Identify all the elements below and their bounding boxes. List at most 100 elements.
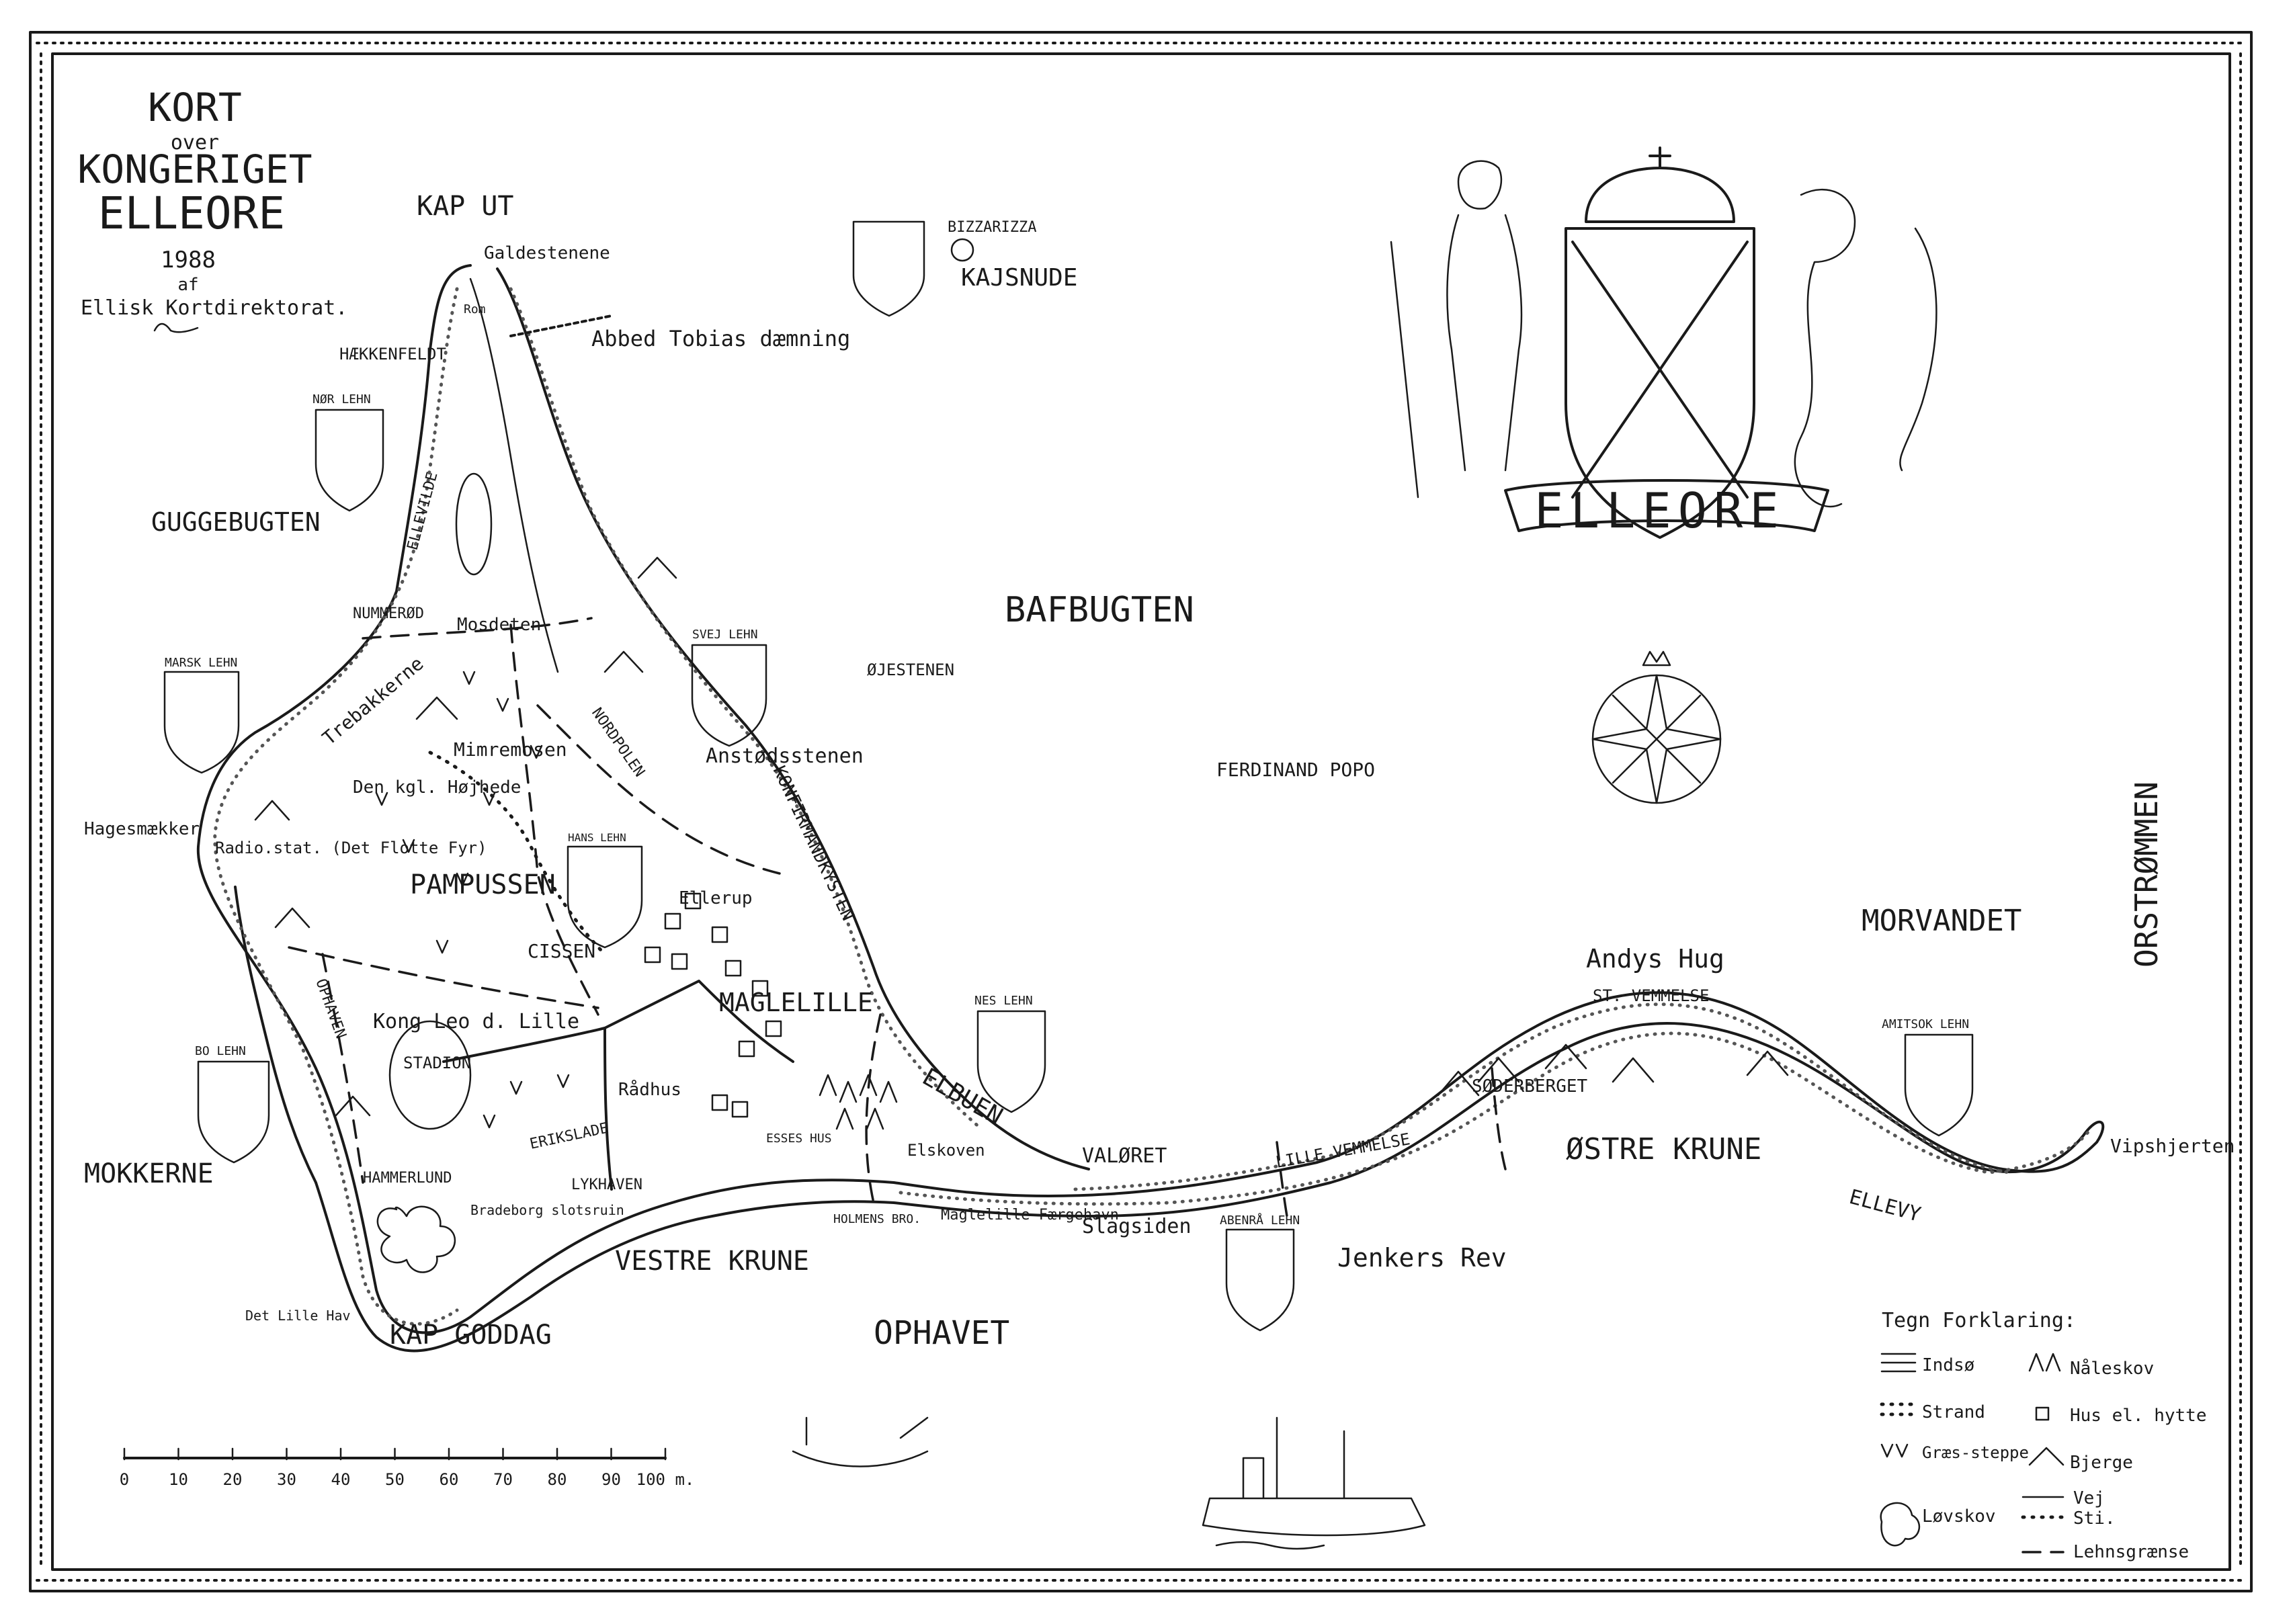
- legend-label-beach: Strand: [1922, 1402, 1985, 1422]
- fief-border-5: [536, 704, 781, 875]
- shield-svej: [691, 644, 767, 747]
- map-frame: [29, 31, 2253, 1592]
- label-pampussen: PAMPUSSEN: [410, 869, 556, 900]
- crest-crown: [1585, 146, 1735, 223]
- label-holmens-bro: HOLMENS BRO.: [833, 1212, 921, 1226]
- title-line3: KONGERIGET: [77, 146, 312, 192]
- legend-label-mountain: Bjerge: [2070, 1453, 2133, 1473]
- shield-nes: [976, 1010, 1046, 1113]
- crest-saltire: [1571, 241, 1749, 499]
- shield-nor: [315, 409, 384, 512]
- legend-conifer-icon: [2028, 1353, 2061, 1372]
- label-kap-goddag: KAP GODDAG: [390, 1320, 552, 1351]
- label-guggebugten: GUGGEBUGTEN: [151, 507, 321, 537]
- legend-label-path: Sti.: [2073, 1508, 2116, 1529]
- legend-mountain-icon: [2028, 1447, 2065, 1466]
- label-ellevy: ELLEVY: [1847, 1185, 1923, 1227]
- legend-label-forest: Løvskov: [1922, 1506, 1996, 1527]
- title-year: 1988: [161, 247, 216, 273]
- scale-tick-label: 60: [440, 1470, 459, 1489]
- compass-crown-icon: [1642, 650, 1671, 667]
- shield-amitsok: [1904, 1033, 1974, 1137]
- fief-label-bo: BO LEHN: [195, 1044, 246, 1058]
- label-elskoven: Elskoven: [907, 1141, 985, 1160]
- map-title: KORT over KONGERIGET ELLEORE 1988 af Ell…: [77, 85, 347, 333]
- boats: [792, 1416, 1426, 1550]
- label-erikslade: ERIKSLADE: [528, 1120, 610, 1153]
- fief-label-nor: NØR LEHN: [312, 392, 371, 407]
- path-trail: [428, 751, 607, 956]
- legend-symbols: [1880, 1353, 2065, 1553]
- terrain-symbols: [254, 472, 1789, 1273]
- scale-tick-label: 20: [223, 1470, 243, 1489]
- label-soderberget: SØDERBERGET: [1472, 1076, 1588, 1097]
- label-abbed-tobias: Abbed Tobias dæmning: [591, 326, 850, 351]
- label-ferdinand-popo: FERDINAND POPO: [1216, 759, 1375, 781]
- label-valoret: VALØRET: [1082, 1144, 1167, 1168]
- beach-east: [509, 287, 983, 1131]
- label-ojestenen: ØJESTENEN: [867, 660, 954, 679]
- fief-labels: NØR LEHN MARSK LEHN SVEJ LEHN HANS LEHN …: [165, 392, 1969, 1228]
- legend-label-grass: Græs-steppe: [1922, 1443, 2029, 1462]
- crest-shield: [1565, 227, 1755, 539]
- forest-icon: [376, 1205, 456, 1273]
- label-jenkers-rev: Jenkers Rev: [1337, 1243, 1507, 1273]
- scale-tick-label: 40: [331, 1470, 351, 1489]
- legend-label-lake: Indsø: [1922, 1355, 1974, 1375]
- house-icon: [644, 892, 782, 1118]
- beach-west: [213, 287, 459, 1326]
- fief-label-svej: SVEJ LEHN: [692, 628, 758, 642]
- fief-border-8: [1491, 1067, 1507, 1170]
- grass-icon: [375, 671, 570, 1129]
- signature-mark: [153, 323, 199, 333]
- label-bizzarizza: BIZZARIZZA: [948, 219, 1036, 236]
- compass-rose: [1591, 650, 1722, 804]
- label-stadion: STADION: [403, 1054, 471, 1072]
- label-kajsnude: KAJSNUDE: [961, 264, 1077, 292]
- legend: Tegn Forklaring: Indsø Strand Græs-stepp…: [1882, 1309, 2207, 1562]
- dam: [509, 314, 613, 337]
- label-galdestenene: Galdestenene: [484, 243, 610, 263]
- fief-border-2: [509, 624, 599, 1016]
- label-mokkerne: MOKKERNE: [84, 1158, 214, 1189]
- label-elbuen: ELBUEN: [918, 1063, 1007, 1131]
- shield-marsk: [163, 671, 240, 774]
- label-hagesmaekker: Hagesmækker: [84, 819, 200, 839]
- label-radio-station: Radio.stat. (Det Flotte Fyr): [215, 839, 487, 857]
- title-line4: ELLEORE: [98, 187, 285, 239]
- label-andys-hug: Andys Hug: [1586, 944, 1724, 974]
- label-lykhaven: LYKHAVEN: [571, 1177, 642, 1193]
- label-ellerup: Ellerup: [679, 888, 753, 908]
- label-den-kgl-hojhede: Den kgl. Højhede: [353, 777, 521, 798]
- fief-label-marsk: MARSK LEHN: [165, 656, 237, 670]
- fief-border-7: [1276, 1141, 1288, 1217]
- fief-border-1: [362, 617, 593, 640]
- west-coast-lower: [234, 886, 317, 1184]
- title-publisher: Ellisk Kortdirektorat.: [81, 296, 347, 320]
- label-ophavet: OPHAVET: [874, 1314, 1009, 1352]
- label-cissen: CISSEN: [528, 940, 595, 962]
- label-nummerod: NUMMERØD: [353, 605, 424, 622]
- legend-beach-icon: [1880, 1402, 1917, 1416]
- beach-arm-north: [1073, 1002, 2011, 1191]
- crest-banner-ribbon: [1504, 479, 1829, 532]
- road-south: [603, 1027, 613, 1191]
- label-vipshjerten: Vipshjerten: [2110, 1135, 2235, 1157]
- compass-star: [1591, 674, 1722, 804]
- scale-tick-label: 0: [120, 1470, 129, 1489]
- label-kong-leo: Kong Leo d. Lille: [373, 1010, 579, 1033]
- kajsnude-island-icon: [950, 238, 974, 262]
- label-orstrommen: ORSTRØMMEN: [2128, 781, 2165, 968]
- shield-bo: [197, 1060, 270, 1164]
- rowboat-icon: [792, 1416, 929, 1467]
- east-coast: [496, 267, 1090, 1170]
- road-main: [442, 980, 794, 1063]
- mountain-icon: [254, 556, 1789, 1117]
- lake-icon: [455, 472, 493, 576]
- label-kap-ut: KAP UT: [417, 191, 514, 222]
- title-line2: over: [171, 131, 219, 155]
- label-esses-hus: ESSES HUS: [766, 1131, 832, 1146]
- label-trebakkerne: Trebakkerne: [318, 652, 427, 749]
